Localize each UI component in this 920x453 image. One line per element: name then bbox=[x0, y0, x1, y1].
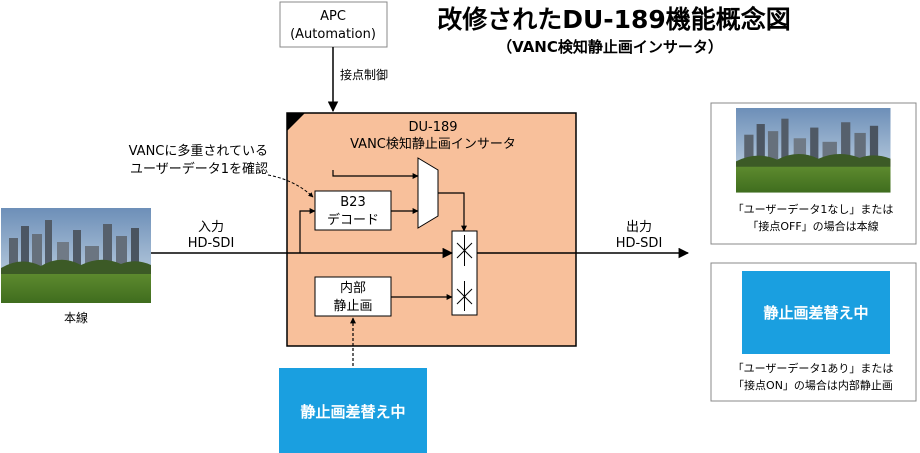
device-model-label: DU-189 bbox=[408, 120, 457, 135]
still-image-text: 静止画差替え中 bbox=[300, 403, 405, 421]
diagram-subtitle: （VANC検知静止画インサータ） bbox=[497, 38, 723, 56]
device-name-label: VANC検知静止画インサータ bbox=[350, 136, 516, 152]
still-image-panel: 静止画差替え中 bbox=[279, 368, 427, 453]
diagram-title: 改修されたDU-189機能概念図 bbox=[437, 5, 791, 34]
device-corner-mark bbox=[287, 113, 305, 131]
output-format-label: HD-SDI bbox=[616, 236, 663, 251]
apc-label: APC bbox=[320, 9, 346, 24]
internal-label: 内部 bbox=[340, 280, 366, 296]
annotation-pointer bbox=[267, 174, 314, 198]
b23-decode-box: B23 デコード bbox=[314, 190, 392, 231]
video-switch bbox=[451, 230, 478, 316]
input-format-label: HD-SDI bbox=[188, 236, 235, 251]
b23-label: B23 bbox=[340, 195, 365, 210]
result-on-line2: 「接点ON」の場合は内部静止画 bbox=[733, 378, 893, 392]
result-on-box: 静止画差替え中 「ユーザーデータ1あり」または 「接点ON」の場合は内部静止画 bbox=[710, 262, 917, 402]
gate-to-switch bbox=[438, 192, 467, 232]
result-off-line2: 「接点OFF」の場合は本線 bbox=[747, 219, 878, 233]
main-line-image bbox=[1, 208, 151, 303]
input-label: 入力 bbox=[198, 220, 224, 235]
contact-to-gate bbox=[332, 170, 419, 179]
apc-box: APC (Automation) bbox=[279, 1, 388, 48]
vanc-annotation-line2: ユーザーデータ1を確認 bbox=[130, 161, 268, 177]
internal-still-box: 内部 静止画 bbox=[314, 276, 392, 317]
decode-label: デコード bbox=[327, 212, 379, 228]
result-main-line-image bbox=[736, 108, 891, 193]
vanc-annotation-line1: VANCに多重されている bbox=[129, 143, 268, 159]
apc-automation-label: (Automation) bbox=[290, 27, 376, 42]
contact-control-label: 接点制御 bbox=[340, 67, 388, 82]
or-gate bbox=[417, 157, 439, 229]
output-label: 出力 bbox=[626, 220, 652, 235]
result-off-box: 「ユーザーデータ1なし」または 「接点OFF」の場合は本線 bbox=[710, 102, 917, 245]
result-off-line1: 「ユーザーデータ1なし」または bbox=[733, 202, 894, 216]
result-on-line1: 「ユーザーデータ1あり」または bbox=[733, 361, 894, 375]
result-still-text: 静止画差替え中 bbox=[763, 304, 868, 322]
still-image-label: 静止画 bbox=[333, 299, 372, 314]
signal-to-b23 bbox=[299, 208, 316, 253]
main-line-label: 本線 bbox=[64, 310, 88, 325]
result-still-image bbox=[742, 271, 890, 354]
